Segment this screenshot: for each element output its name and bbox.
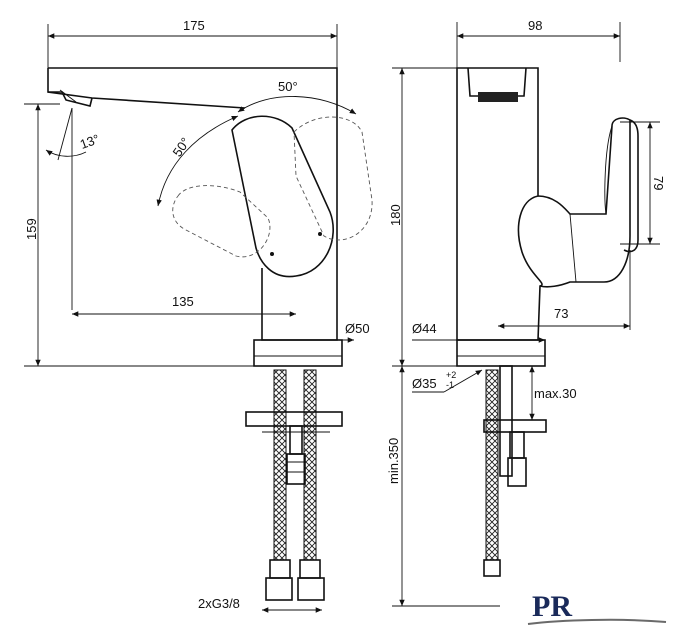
- handle-ghost-right: [293, 116, 373, 241]
- dim-overall-width-front: 175: [183, 18, 205, 33]
- brand-logo: PR: [527, 590, 667, 625]
- dim-max-thickness: max.30: [534, 386, 577, 401]
- dim-height-to-spout: 159: [24, 218, 39, 240]
- logo-text: PR: [532, 590, 572, 623]
- handle-front: [231, 115, 334, 278]
- dim-mounting-hole: Ø35: [412, 376, 437, 391]
- dim-total-height: 180: [388, 204, 403, 226]
- mounting-plate-front: [245, 411, 343, 427]
- front-view: 175 50° 50° 13° 159 135: [24, 18, 373, 613]
- dim-spout-angle: 13°: [78, 131, 102, 152]
- spout-tip: [48, 91, 93, 107]
- dim-mounting-hole-tol-lower: -1: [446, 380, 454, 390]
- dim-handle-projection: 73: [554, 306, 568, 321]
- hose-side: [485, 369, 499, 561]
- dim-spout-projection: 135: [172, 294, 194, 309]
- side-view: 98 79 180 73 Ø44 Ø35 +2 -: [386, 18, 666, 607]
- dim-handle-height: 79: [651, 176, 666, 190]
- hose-left-front: [273, 369, 287, 561]
- dim-hose-length: min.350: [386, 438, 401, 484]
- dim-overall-width-side: 98: [528, 18, 542, 33]
- base-flange-side: [456, 339, 546, 367]
- dim-handle-rotation: 50°: [278, 79, 298, 94]
- dim-base-diameter-front: Ø50: [345, 321, 370, 336]
- body-side: [456, 67, 543, 341]
- dim-handle-swing: 50°: [170, 135, 194, 160]
- dim-connection: 2xG3/8: [198, 596, 240, 611]
- dim-mounting-hole-tol-upper: +2: [446, 370, 456, 380]
- handle-side: [537, 117, 631, 288]
- base-flange-front: [253, 339, 343, 367]
- dim-base-diameter-side: Ø44: [412, 321, 437, 336]
